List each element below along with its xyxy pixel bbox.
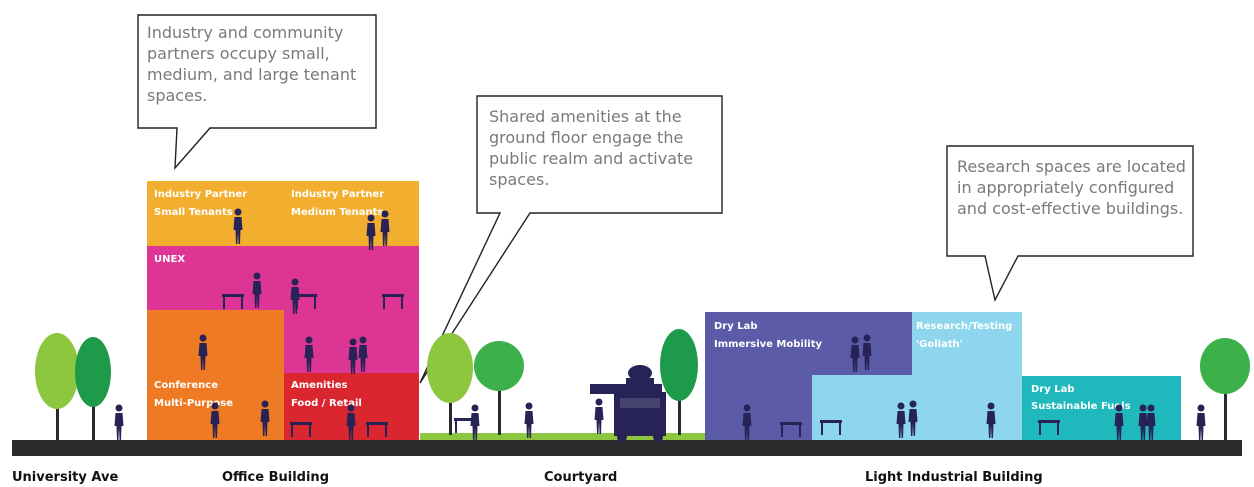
medium-tenants-label-1: Industry Partner — [291, 189, 385, 200]
dry-lab-mobility-label-1: Dry Lab — [714, 321, 758, 332]
tree-icon — [1200, 338, 1250, 441]
desk-icon — [222, 294, 244, 309]
medium-tenants-block: Industry Partner Medium Tenants — [284, 181, 419, 246]
person-icon — [252, 272, 262, 308]
person-icon — [986, 402, 996, 438]
office-building-label: Office Building — [222, 470, 329, 485]
tree-icon — [660, 329, 698, 435]
research-callout-text: Research spaces are located in appropria… — [957, 157, 1186, 218]
university-ave-label: University Ave — [12, 470, 119, 485]
courtyard-grass — [420, 433, 705, 441]
person-icon — [594, 398, 604, 434]
person-icon — [233, 208, 243, 244]
person-icon — [1146, 404, 1156, 440]
table-icon — [290, 422, 312, 437]
dry-lab-mobility-label-2: Immersive Mobility — [714, 339, 822, 350]
amenities-callout-bubble — [419, 95, 723, 384]
person-icon — [850, 336, 860, 372]
research-testing-label-1: Research/Testing — [916, 321, 1013, 332]
person-icon — [304, 336, 314, 372]
person-icon — [742, 404, 752, 440]
person-icon — [1196, 404, 1206, 440]
desk-icon — [295, 294, 317, 309]
unex-block: UNEX — [147, 246, 419, 310]
amenities-callout-text: Shared amenities at the ground floor eng… — [489, 107, 694, 189]
person-icon — [1114, 404, 1124, 440]
tree-icon — [474, 341, 524, 435]
tree-icon — [35, 333, 79, 441]
dry-lab-fuels-label-2: Sustainable Fuels — [1031, 401, 1131, 412]
unex-label: UNEX — [154, 254, 186, 265]
tree-icon — [427, 333, 473, 435]
tree-icon — [75, 337, 111, 441]
small-tenants-label-1: Industry Partner — [154, 189, 248, 200]
ground-line — [12, 440, 1242, 456]
medium-tenants-label-2: Medium Tenants — [291, 207, 384, 218]
person-icon — [470, 404, 480, 440]
person-icon — [908, 400, 918, 436]
desk-icon — [820, 420, 842, 435]
table-icon — [366, 422, 388, 437]
person-icon — [524, 402, 534, 438]
small-tenants-label-2: Small Tenants — [154, 207, 233, 218]
amenities-label-1: Amenities — [291, 380, 348, 391]
amenities-label-2: Food / Retail — [291, 398, 362, 409]
person-icon — [210, 402, 220, 438]
person-icon — [114, 404, 124, 440]
light-industrial-label: Light Industrial Building — [865, 470, 1043, 485]
research-lower-block — [812, 375, 912, 440]
small-tenants-block: Industry Partner Small Tenants — [147, 181, 284, 246]
research-testing-block: Research/Testing 'Goliath' — [912, 312, 1022, 440]
research-callout-bubble — [946, 145, 1194, 303]
desk-icon — [382, 294, 404, 309]
person-icon — [366, 214, 376, 250]
desk-icon — [780, 422, 802, 437]
person-icon — [896, 402, 906, 438]
person-icon — [358, 336, 368, 372]
office-orange-block — [147, 310, 284, 373]
conference-label-2: Multi-Purpose — [154, 398, 233, 409]
food-truck-icon — [590, 365, 666, 442]
person-icon — [348, 338, 358, 374]
conference-label-1: Conference — [154, 380, 219, 391]
courtyard-label: Courtyard — [544, 470, 618, 485]
tenants-callout-text: Industry and community partners occupy s… — [147, 23, 357, 105]
person-icon — [380, 210, 390, 246]
dry-lab-fuels-label-1: Dry Lab — [1031, 384, 1075, 395]
person-icon — [1138, 404, 1148, 440]
research-testing-label-2: 'Goliath' — [916, 339, 963, 350]
desk-icon — [1038, 420, 1060, 435]
person-icon — [862, 334, 872, 370]
tenants-callout-bubble — [137, 14, 377, 170]
person-icon — [260, 400, 270, 436]
person-icon — [198, 334, 208, 370]
person-icon — [346, 404, 356, 440]
